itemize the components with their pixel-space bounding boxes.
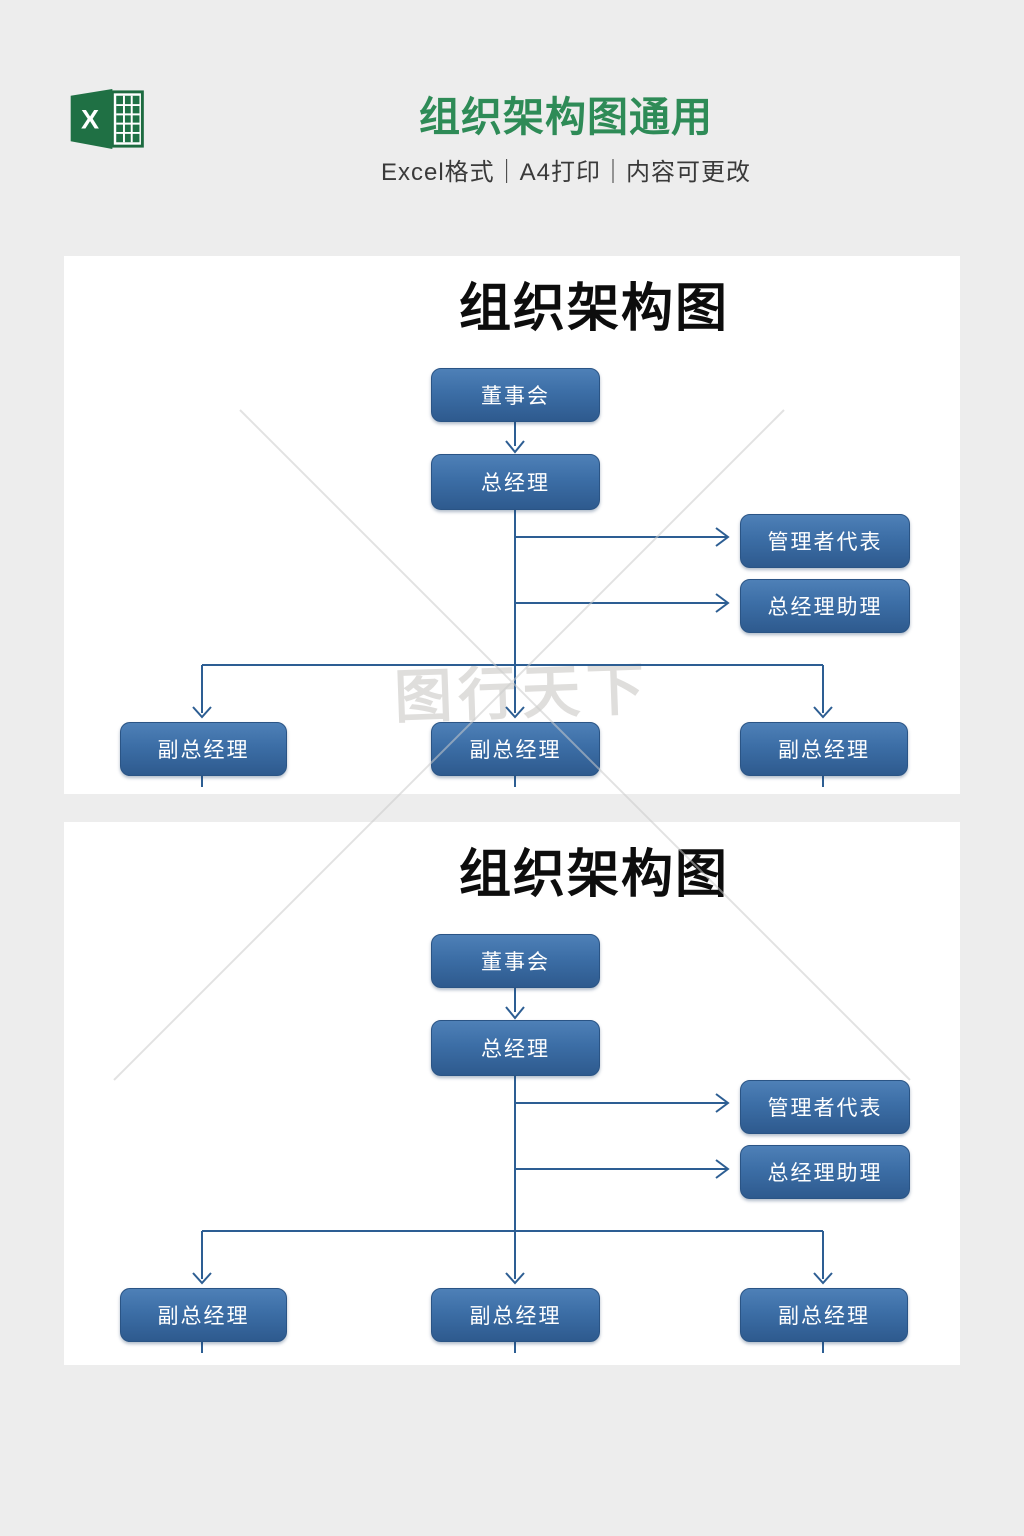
chart-title-1: 组织架构图 (458, 280, 730, 338)
node-deputy-gm-left: 副总经理 (120, 722, 287, 776)
page-title: 组织架构图通用 (419, 94, 713, 140)
excel-icon-letter: X (81, 104, 99, 135)
node-gm-assistant: 总经理助理 (740, 1145, 910, 1199)
node-deputy-gm-left: 副总经理 (120, 1288, 287, 1342)
node-gm-assistant: 总经理助理 (740, 579, 910, 633)
node-general-manager: 总经理 (431, 1020, 600, 1076)
org-chart-panel-2: 组织架构图 董事会 总经理 管理者代 (64, 822, 960, 1365)
node-deputy-gm-mid: 副总经理 (431, 1288, 600, 1342)
node-deputy-gm-right: 副总经理 (740, 1288, 908, 1342)
node-deputy-gm-mid: 副总经理 (431, 722, 600, 776)
chart-title-2: 组织架构图 (458, 846, 730, 904)
connector-lines-2 (192, 986, 833, 1353)
node-deputy-gm-right: 副总经理 (740, 722, 908, 776)
org-chart-panel-1: 图行天下 组织架构图 董事会 总经 (64, 256, 960, 794)
node-management-rep: 管理者代表 (740, 514, 910, 568)
node-general-manager: 总经理 (431, 454, 600, 510)
node-board: 董事会 (431, 368, 600, 422)
node-board: 董事会 (431, 934, 600, 988)
excel-icon-graphic: X (70, 88, 144, 150)
page-subtitle: Excel格式｜A4打印｜内容可更改 (380, 159, 752, 186)
excel-icon: X (70, 88, 145, 150)
node-management-rep: 管理者代表 (740, 1080, 910, 1134)
